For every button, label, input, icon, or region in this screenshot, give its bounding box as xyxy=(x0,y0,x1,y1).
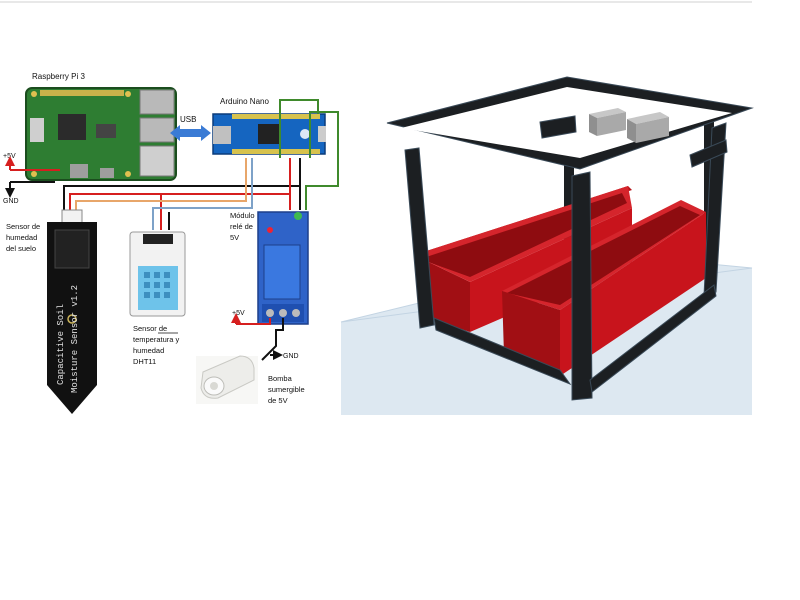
arduino-nano-label: Arduino Nano xyxy=(220,97,269,106)
raspberry-pi-board xyxy=(25,87,177,181)
soil-sensor-label-1: Sensor de xyxy=(6,222,40,231)
soil-sensor-label-3: del suelo xyxy=(6,244,36,253)
pump-label-1: Bomba xyxy=(268,374,293,383)
temp-sensor-label-1: Sensor de xyxy=(133,324,167,333)
plus5v-pump-wire xyxy=(236,318,271,325)
frame-front xyxy=(386,76,754,401)
relay-label-3: 5V xyxy=(230,233,239,242)
soil-sensor-label-2: humedad xyxy=(6,233,37,242)
pump-label-3: de 5V xyxy=(268,396,288,405)
electronics-boxes xyxy=(589,108,669,143)
raspberry-pi-label: Raspberry Pi 3 xyxy=(32,72,85,81)
dht11-sensor xyxy=(129,231,186,317)
temp-sensor-label-3: humedad xyxy=(133,346,164,355)
soil-board-text-2: Moisture Sensor v1.2 xyxy=(70,285,80,393)
arduino-nano-board xyxy=(212,113,326,155)
temp-sensor-label-2: temperatura y xyxy=(133,335,180,344)
pump-wire xyxy=(261,318,284,361)
wiring-diagram: Raspberry Pi 3 USB Arduino Nano +5V GND xyxy=(3,72,339,414)
plus5v-left-label: +5V xyxy=(3,153,16,160)
gnd-pump-label: GND xyxy=(283,353,299,360)
soil-moisture-sensor: Capacitive Soil Moisture Sensor v1.2 xyxy=(47,209,97,414)
usb-label: USB xyxy=(180,115,196,124)
pump-image xyxy=(196,355,258,404)
gnd-left-label: GND xyxy=(3,198,19,205)
3d-model-render xyxy=(340,49,754,415)
usb-arrow xyxy=(170,125,211,141)
relay-label-2: relé de xyxy=(230,222,253,231)
soil-board-text-1: Capacitive Soil xyxy=(56,304,66,385)
wires xyxy=(63,99,339,230)
temp-sensor-label-4: DHT11 xyxy=(133,357,156,366)
plus5v-pump-label: +5V xyxy=(232,310,245,317)
relay-label-1: Módulo xyxy=(230,211,255,220)
pump-label-2: sumergible xyxy=(268,385,305,394)
relay-module xyxy=(257,211,309,325)
